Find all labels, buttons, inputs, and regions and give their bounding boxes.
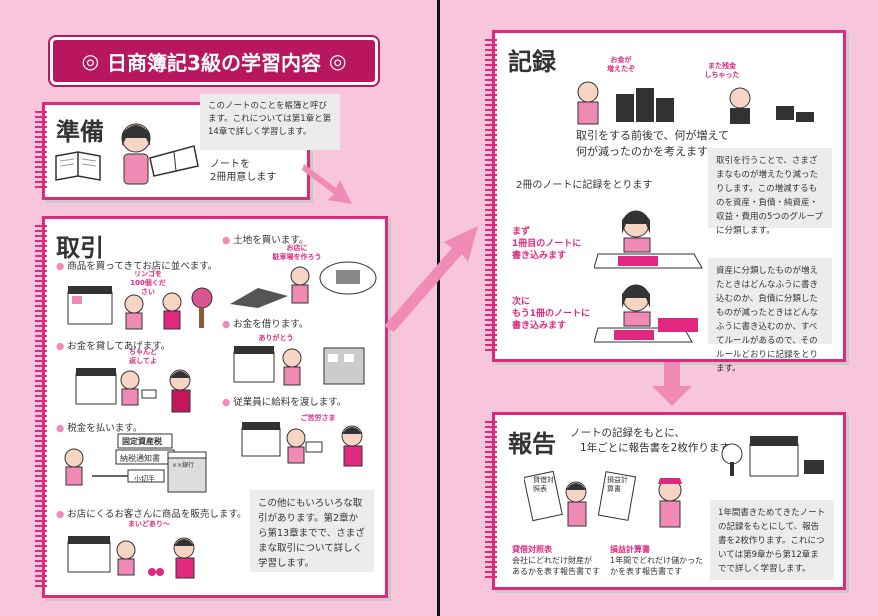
step2-text: 次にもう1冊のノートに書き込みます	[512, 297, 590, 331]
woman-with-notebooks-illustration	[110, 116, 200, 194]
kiroku-text-line1: 取引をする前後で、何が増えて	[576, 129, 730, 142]
two-notes-text: 2冊のノートに記録をとります	[516, 180, 653, 191]
write-first-notebook-illustration	[593, 204, 704, 274]
shop-purchase-illustration	[64, 282, 214, 336]
down-arrow	[650, 360, 694, 412]
tax-stamp-label: 固定資産税	[122, 437, 162, 446]
houkoku-note: 1年間書きためてきたノートの記録をもとにして、報告書を2枚作ります。これについて…	[710, 500, 834, 580]
junbi-note: このノートのことを帳簿と呼びます。これについては第1章と第14章で詳しく学習しま…	[200, 94, 340, 150]
lend-money-illustration	[74, 360, 204, 420]
bs-title: 貸借対照表	[512, 545, 552, 554]
reports-illustration	[523, 470, 714, 544]
down-right-arrow	[300, 160, 360, 214]
buy-land-illustration	[228, 258, 378, 312]
torihiki-item-6: お金を借ります。	[222, 316, 308, 330]
book-illustration	[54, 148, 102, 186]
houkoku-text: ノートの記録をもとに、 1年ごとに報告書を2枚作ります	[570, 426, 730, 456]
bs-caption: 貸借対照表 会社にどれだけ財産があるかを表す報告書です	[512, 544, 600, 577]
sell-goods-illustration	[66, 530, 206, 586]
kiroku-text-line2: 何が減ったのかを考えます	[576, 145, 708, 158]
page-title: ◎ 日商簿記3級の学習内容 ◎	[50, 37, 378, 85]
bs-desc: 会社にどれだけ財産があるかを表す報告書です	[512, 556, 600, 576]
title-dot-icon: ◎	[81, 49, 100, 73]
torihiki-item-4: お店にくるお客さんに商品を販売します。	[56, 506, 246, 520]
arigatou-bubble: ありがとう	[258, 334, 294, 342]
kiroku-note2: 資産に分類したものが増えたときはどんなふうに書き込むのか、負債に分類したものが減…	[708, 258, 832, 374]
spiral-rings	[485, 421, 497, 581]
kiroku-text: 取引をする前後で、何が増えて 何が減ったのかを考えます	[576, 128, 729, 160]
junbi-text-line2: 2冊用意します	[210, 172, 277, 183]
torihiki-item-2: お金を貸してあげます。	[56, 338, 170, 352]
kiroku-note1: 取引を行うことで、さまざまなものが増えたり減ったりします。この増減するものを資産…	[708, 148, 832, 236]
doc1-label: 貸借対照表	[533, 476, 554, 493]
kiroku-bubble-left: お金が増えたぞ	[607, 56, 635, 73]
maido-bubble: まいどあり〜	[128, 520, 170, 528]
spiral-rings	[35, 111, 47, 191]
pay-salary-illustration	[240, 418, 370, 472]
check-label: 小切手	[134, 475, 155, 483]
gokurou-bubble: ご苦労さま	[300, 414, 336, 422]
torihiki-item-3: 税金を払います。	[56, 420, 142, 434]
kiroku-heading: 記録	[502, 40, 556, 77]
tax-notice-label: 納税通知書	[120, 454, 160, 463]
junbi-heading: 準備	[50, 110, 104, 147]
torihiki-note: この他にもいろいろな取引があります。第2章から第13章までで、さまざまな取引につ…	[250, 490, 374, 572]
houkoku-heading: 報告	[502, 422, 556, 459]
page-title-text: 日商簿記3級の学習内容	[107, 50, 321, 75]
spiral-rings	[35, 225, 47, 589]
page-spine	[437, 0, 440, 616]
torihiki-item-5: 土地を買います。	[222, 232, 308, 246]
chanto-bubble: ちゃんと返してよ	[129, 348, 157, 365]
junbi-text: ノートを 2冊用意します	[210, 158, 276, 184]
tochi-bubble: お店に駐車場を作ろう	[272, 244, 322, 261]
kiroku-bubble-right: また残金しちゃった	[704, 62, 740, 79]
houkoku-text-line1: ノートの記録をもとに、	[570, 427, 685, 439]
doc2-label: 損益計算書	[607, 476, 628, 493]
bank-label: ××銀行	[172, 462, 195, 469]
write-second-notebook-illustration	[593, 278, 714, 348]
houkoku-text-line2: 1年ごとに報告書を2枚作ります	[580, 442, 730, 454]
pl-title: 損益計算書	[610, 545, 650, 554]
borrow-money-illustration	[232, 340, 372, 392]
tax-payment-illustration	[58, 432, 208, 500]
torihiki-item-7: 従業員に給料を渡します。	[222, 394, 346, 408]
title-dot-icon: ◎	[328, 49, 347, 73]
shop-illustration	[720, 430, 830, 484]
junbi-text-line1: ノートを	[210, 159, 250, 170]
pl-caption: 損益計算書 1年間でどれだけ儲かったかを表す報告書です	[610, 544, 703, 577]
up-right-arrow	[382, 222, 482, 336]
torihiki-item-1: 商品を買ってきてお店に並べます。	[56, 258, 217, 272]
money-increase-illustration	[570, 76, 830, 132]
spiral-rings	[485, 39, 497, 353]
pl-desc: 1年間でどれだけ儲かったかを表す報告書です	[610, 556, 704, 576]
